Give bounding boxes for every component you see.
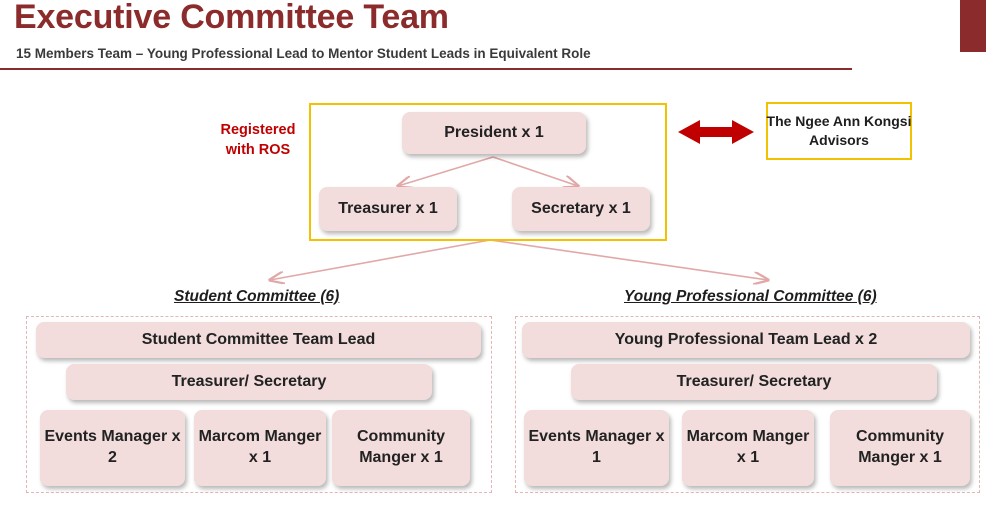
yp-treasurer-secretary-node: Treasurer/ Secretary xyxy=(571,364,937,400)
president-node: President x 1 xyxy=(402,112,586,154)
yp-community-manager-node: Community Manger x 1 xyxy=(830,410,970,486)
exco-core-frame xyxy=(309,103,667,241)
student-treasurer-secretary-node: Treasurer/ Secretary xyxy=(66,364,432,400)
student-committee-frame xyxy=(26,316,492,493)
advisors-frame xyxy=(766,102,912,160)
student-team-lead-node: Student Committee Team Lead xyxy=(36,322,481,358)
student-community-manager-node: Community Manger x 1 xyxy=(332,410,470,486)
title-divider xyxy=(0,68,852,70)
student-events-manager-node: Events Manager x 2 xyxy=(40,410,185,486)
yp-marcom-manager-node: Marcom Manger x 1 xyxy=(682,410,814,486)
registered-ros-note: Registered with ROS xyxy=(220,122,296,159)
page-title: Executive Committee Team xyxy=(14,0,449,36)
yp-committee-frame xyxy=(515,316,980,493)
student-marcom-manager-node: Marcom Manger x 1 xyxy=(194,410,326,486)
exco-to-student-committee-arrow xyxy=(270,239,491,280)
president-to-treasurer-arrow xyxy=(398,156,494,186)
page-subtitle: 15 Members Team – Young Professional Lea… xyxy=(16,46,591,61)
treasurer-node: Treasurer x 1 xyxy=(319,187,457,231)
yp-team-lead-node: Young Professional Team Lead x 2 xyxy=(522,322,970,358)
secretary-node: Secretary x 1 xyxy=(512,187,650,231)
corner-accent-block xyxy=(960,0,986,52)
advisors-label: The Ngee Ann Kongsi Advisors xyxy=(766,113,912,148)
president-to-secretary-arrow xyxy=(492,156,578,186)
exco-to-yp-committee-arrow xyxy=(489,239,768,280)
yp-committee-title: Young Professional Committee (6) xyxy=(624,288,877,305)
yp-events-manager-node: Events Manager x 1 xyxy=(524,410,669,486)
double-arrow-icon xyxy=(678,120,754,144)
student-committee-title: Student Committee (6) xyxy=(174,288,340,305)
